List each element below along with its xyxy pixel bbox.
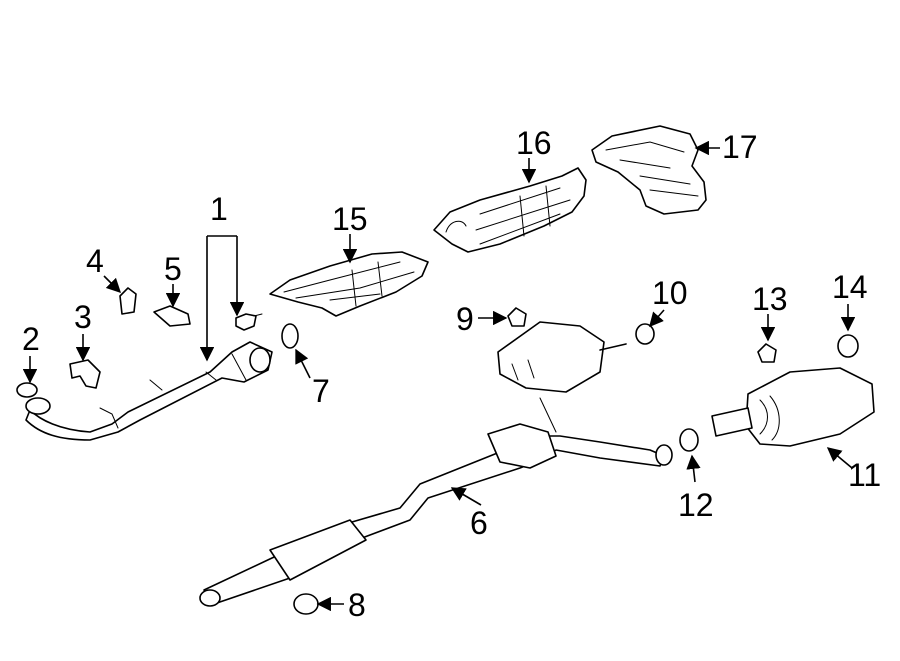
gasket-10[interactable] (635, 323, 655, 345)
clamp-13[interactable] (757, 343, 777, 363)
heat-shield-rear[interactable] (591, 125, 707, 215)
callout-16: 16 (516, 125, 552, 161)
callout-9: 9 (456, 301, 474, 337)
ring-14[interactable] (837, 334, 859, 358)
callout-11: 11 (848, 457, 881, 493)
callout-5: 5 (164, 251, 182, 287)
callout-13: 13 (752, 281, 788, 317)
hanger-8[interactable] (293, 593, 319, 615)
leader-lines (22, 140, 856, 612)
callout-15: 15 (332, 201, 368, 237)
gasket-2[interactable] (16, 382, 38, 398)
bolt[interactable] (235, 313, 263, 331)
callout-17: 17 (722, 129, 758, 165)
callout-4: 4 (86, 243, 104, 279)
heat-shield-front[interactable] (269, 251, 429, 317)
center-pipe-resonator[interactable] (199, 423, 673, 607)
front-pipe-assembly[interactable] (25, 341, 273, 441)
bracket-5[interactable] (153, 305, 191, 327)
callout-numbers: 1 2 3 4 5 6 7 8 9 10 11 12 13 14 15 16 1… (22, 125, 881, 623)
gasket-12[interactable] (679, 428, 699, 452)
callout-14: 14 (832, 269, 868, 305)
callout-10: 10 (652, 275, 688, 311)
bracket-3[interactable] (69, 359, 101, 389)
rear-muffler[interactable] (711, 367, 875, 447)
callout-2: 2 (22, 321, 40, 357)
gasket-7[interactable] (281, 323, 299, 349)
callout-6: 6 (470, 505, 488, 541)
callout-1: 1 (210, 191, 228, 227)
upper-muffler[interactable] (497, 321, 627, 433)
clamp-9[interactable] (507, 307, 527, 327)
callout-12: 12 (678, 487, 714, 523)
hanger-4[interactable] (119, 287, 137, 315)
callout-3: 3 (74, 299, 92, 335)
callout-8: 8 (348, 587, 366, 623)
callout-7: 7 (312, 373, 330, 409)
heat-shield-center[interactable] (433, 167, 587, 253)
